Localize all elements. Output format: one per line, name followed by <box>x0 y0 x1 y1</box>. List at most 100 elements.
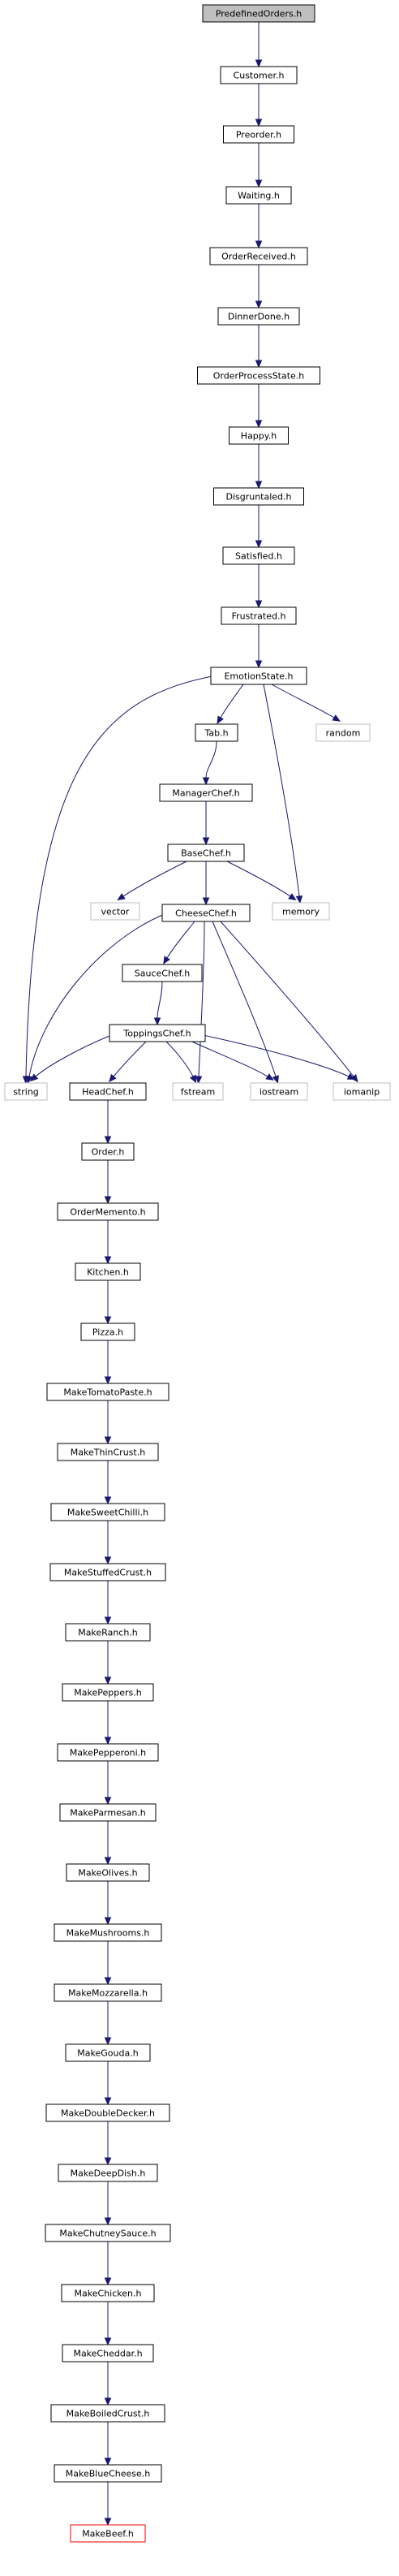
node-makemozzarella-h[interactable]: MakeMozzarella.h <box>54 1983 162 2002</box>
edge-arrowhead <box>104 1616 112 1625</box>
node-frustrated-h[interactable]: Frustrated.h <box>221 606 297 625</box>
node-box <box>220 66 298 84</box>
node-label: MakePepperoni.h <box>70 1748 146 1758</box>
edge-arrowhead <box>104 2157 112 2166</box>
node-string[interactable]: string <box>4 1082 48 1101</box>
edge-cheesechef-h-to-fstream <box>195 921 205 1085</box>
node-box <box>75 1262 141 1281</box>
node-makeolives-h[interactable]: MakeOlives.h <box>66 1863 150 1882</box>
node-makecheddar-h[interactable]: MakeCheddar.h <box>62 2344 154 2362</box>
node-headchef-h[interactable]: HeadChef.h <box>69 1082 147 1101</box>
node-fstream[interactable]: fstream <box>172 1082 224 1101</box>
node-box <box>54 2464 162 2483</box>
node-box <box>250 1082 308 1101</box>
node-makegouda-h[interactable]: MakeGouda.h <box>65 2043 151 2062</box>
edge-arrowhead <box>202 897 210 906</box>
node-maketomatopaste-h[interactable]: MakeTomatoPaste.h <box>46 1383 169 1401</box>
node-box <box>62 2344 154 2362</box>
node-makebeef-h[interactable]: MakeBeef.h <box>70 2524 146 2543</box>
node-label: string <box>13 1087 39 1098</box>
node-makebluecheese-h[interactable]: MakeBlueCheese.h <box>54 2464 162 2483</box>
node-makechutneysauce-h[interactable]: MakeChutneySauce.h <box>45 2224 171 2242</box>
node-basechef-h[interactable]: BaseChef.h <box>167 844 245 862</box>
node-toppingschef-h[interactable]: ToppingsChef.h <box>109 1024 206 1042</box>
node-satisfied-h[interactable]: Satisfied.h <box>222 546 295 565</box>
node-iomanip[interactable]: iomanip <box>332 1082 391 1101</box>
node-box <box>197 366 320 385</box>
node-ordermemento-h[interactable]: OrderMemento.h <box>57 1202 159 1221</box>
node-label: MakeChutneySauce.h <box>59 2229 156 2239</box>
node-orderreceived-h[interactable]: OrderReceived.h <box>209 247 308 265</box>
node-vector[interactable]: vector <box>90 902 140 921</box>
node-pizza-h[interactable]: Pizza.h <box>80 1323 135 1341</box>
node-emotionstate-h[interactable]: EmotionState.h <box>210 667 307 685</box>
node-tab-h[interactable]: Tab.h <box>195 723 238 742</box>
edge-customer-h-to-preorder-h <box>255 83 263 127</box>
node-box <box>59 1803 157 1822</box>
node-random[interactable]: random <box>315 723 371 742</box>
edge-makechutneysauce-h-to-makechicken-h <box>104 2242 112 2286</box>
edge-line <box>212 921 277 1077</box>
node-box <box>62 1683 154 1702</box>
edge-makemozzarella-h-to-makegouda-h <box>104 2001 112 2046</box>
node-kitchen-h[interactable]: Kitchen.h <box>75 1262 141 1281</box>
edge-arrowhead <box>104 2457 112 2466</box>
node-makepeppers-h[interactable]: MakePeppers.h <box>62 1683 154 1702</box>
node-box <box>172 1082 224 1101</box>
edge-arrowhead <box>202 777 210 786</box>
node-box <box>195 723 238 742</box>
node-makedeepdish-h[interactable]: MakeDeepDish.h <box>58 2164 158 2182</box>
edge-arrowhead <box>104 1496 112 1505</box>
node-makechicken-h[interactable]: MakeChicken.h <box>61 2284 155 2302</box>
node-makestuffedcrust-h[interactable]: MakeStuffedCrust.h <box>49 1563 166 1581</box>
node-iostream[interactable]: iostream <box>250 1082 308 1101</box>
edge-arrowhead <box>255 420 263 429</box>
edge-arrowhead <box>332 714 341 722</box>
node-box <box>209 247 308 265</box>
node-managerchef-h[interactable]: ManagerChef.h <box>159 783 253 802</box>
edge-arrowhead <box>104 2217 112 2226</box>
node-box <box>54 1983 162 2002</box>
node-label: SauceChef.h <box>135 969 190 979</box>
node-box <box>58 2164 158 2182</box>
node-orderprocessstate-h[interactable]: OrderProcessState.h <box>197 366 320 385</box>
node-disgruntaled-h[interactable]: Disgruntaled.h <box>213 487 304 506</box>
node-makedoubledecker-h[interactable]: MakeDoubleDecker.h <box>45 2104 170 2122</box>
edge-kitchen-h-to-pizza-h <box>104 1280 112 1325</box>
edge-arrowhead <box>350 1073 358 1083</box>
edge-arrowhead <box>217 715 224 725</box>
node-preorder-h[interactable]: Preorder.h <box>223 125 294 144</box>
edge-line <box>263 684 300 897</box>
node-dinnerdone-h[interactable]: DinnerDone.h <box>217 307 300 326</box>
node-label: MakeBlueCheese.h <box>66 2469 151 2479</box>
edge-arrowhead <box>189 1074 197 1084</box>
node-box <box>70 2524 146 2543</box>
edge-emotionstate-h-to-memory <box>263 684 303 904</box>
node-label: Frustrated.h <box>232 611 286 622</box>
edge-makeolives-h-to-makemushrooms-h <box>104 1881 112 1926</box>
node-box <box>315 723 371 742</box>
edge-makedeepdish-h-to-makechutneysauce-h <box>104 2181 112 2226</box>
edge-makesweetchilli-h-to-makestuffedcrust-h <box>104 1521 112 1565</box>
node-makethincrust-h[interactable]: MakeThinCrust.h <box>57 1443 159 1461</box>
node-happy-h[interactable]: Happy.h <box>229 426 289 445</box>
node-label: MakeTomatoPaste.h <box>63 1387 152 1398</box>
edge-arrowhead <box>272 1075 279 1084</box>
node-makemushrooms-h[interactable]: MakeMushrooms.h <box>54 1923 162 1942</box>
node-saucechef-h[interactable]: SauceChef.h <box>122 964 203 982</box>
node-makepepperoni-h[interactable]: MakePepperoni.h <box>57 1743 159 1762</box>
node-makeparmesan-h[interactable]: MakeParmesan.h <box>59 1803 157 1822</box>
node-waiting-h[interactable]: Waiting.h <box>225 186 292 205</box>
node-label: Waiting.h <box>238 191 280 201</box>
node-makeboiledcrust-h[interactable]: MakeBoiledCrust.h <box>50 2404 165 2423</box>
node-makesweetchilli-h[interactable]: MakeSweetChilli.h <box>50 1503 165 1521</box>
node-memory[interactable]: memory <box>272 902 330 921</box>
edge-headchef-h-to-order-h <box>104 1100 112 1145</box>
edge-arrowhead <box>255 660 263 669</box>
node-label: MakeMozzarella.h <box>68 1988 148 1999</box>
node-cheesechef-h[interactable]: CheeseChef.h <box>161 904 251 922</box>
node-predefinedorders-h[interactable]: PredefinedOrders.h <box>202 4 315 23</box>
node-order-h[interactable]: Order.h <box>81 1142 135 1161</box>
node-makeranch-h[interactable]: MakeRanch.h <box>65 1623 151 1642</box>
node-customer-h[interactable]: Customer.h <box>220 66 298 84</box>
